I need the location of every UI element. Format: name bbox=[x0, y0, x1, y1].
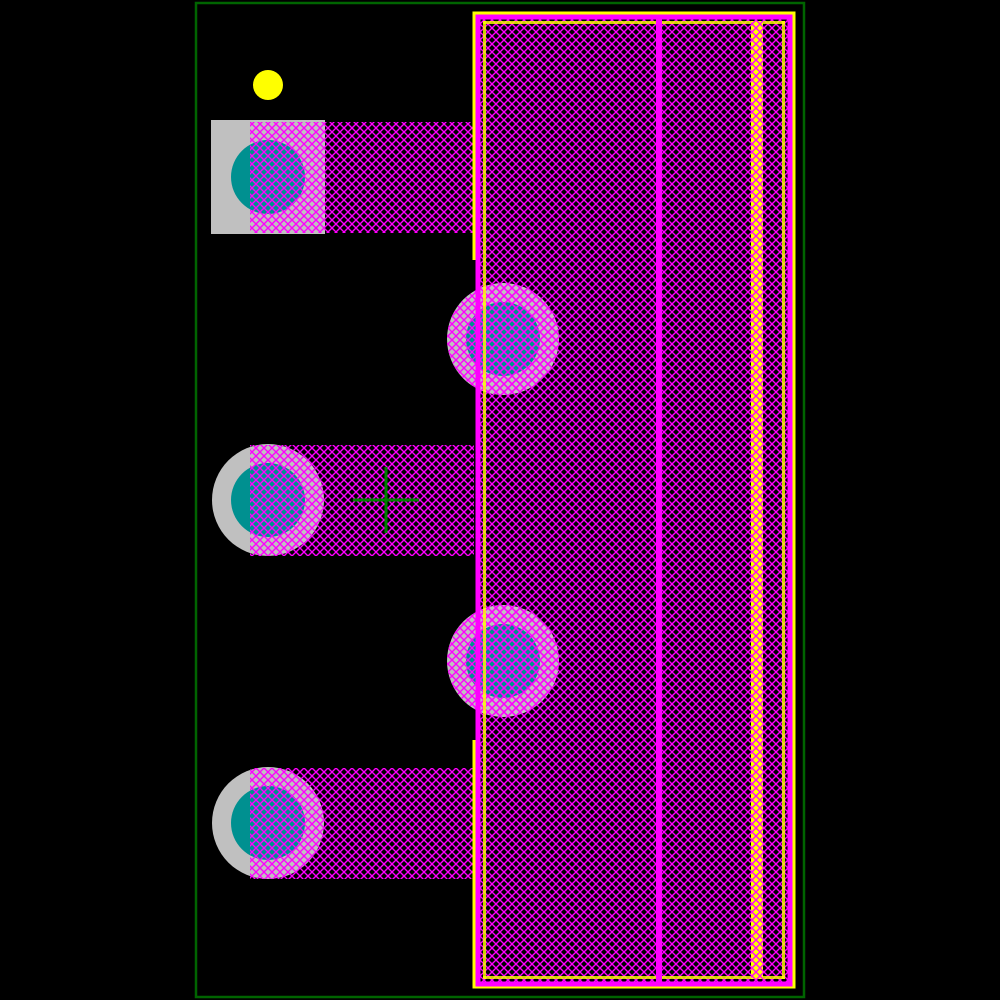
tab-inner-silk-top bbox=[483, 21, 785, 24]
origin-cross-icon bbox=[353, 467, 419, 533]
tab-silk-strip-hatch bbox=[751, 21, 763, 979]
tab-inner-silk-left bbox=[483, 21, 486, 979]
tab-silkscreen-outline bbox=[472, 11, 796, 989]
pad-5-trace bbox=[250, 768, 474, 879]
board-outline bbox=[194, 1, 806, 999]
tab-pad[interactable] bbox=[472, 11, 796, 989]
tab-inner-silk-bottom bbox=[483, 976, 785, 979]
tab-inner-silk-right bbox=[782, 21, 785, 979]
pin1-marker-dot bbox=[253, 70, 283, 100]
tab-divider-line bbox=[656, 17, 662, 984]
tab-copper bbox=[475, 14, 793, 987]
pad-1-trace bbox=[250, 122, 474, 233]
